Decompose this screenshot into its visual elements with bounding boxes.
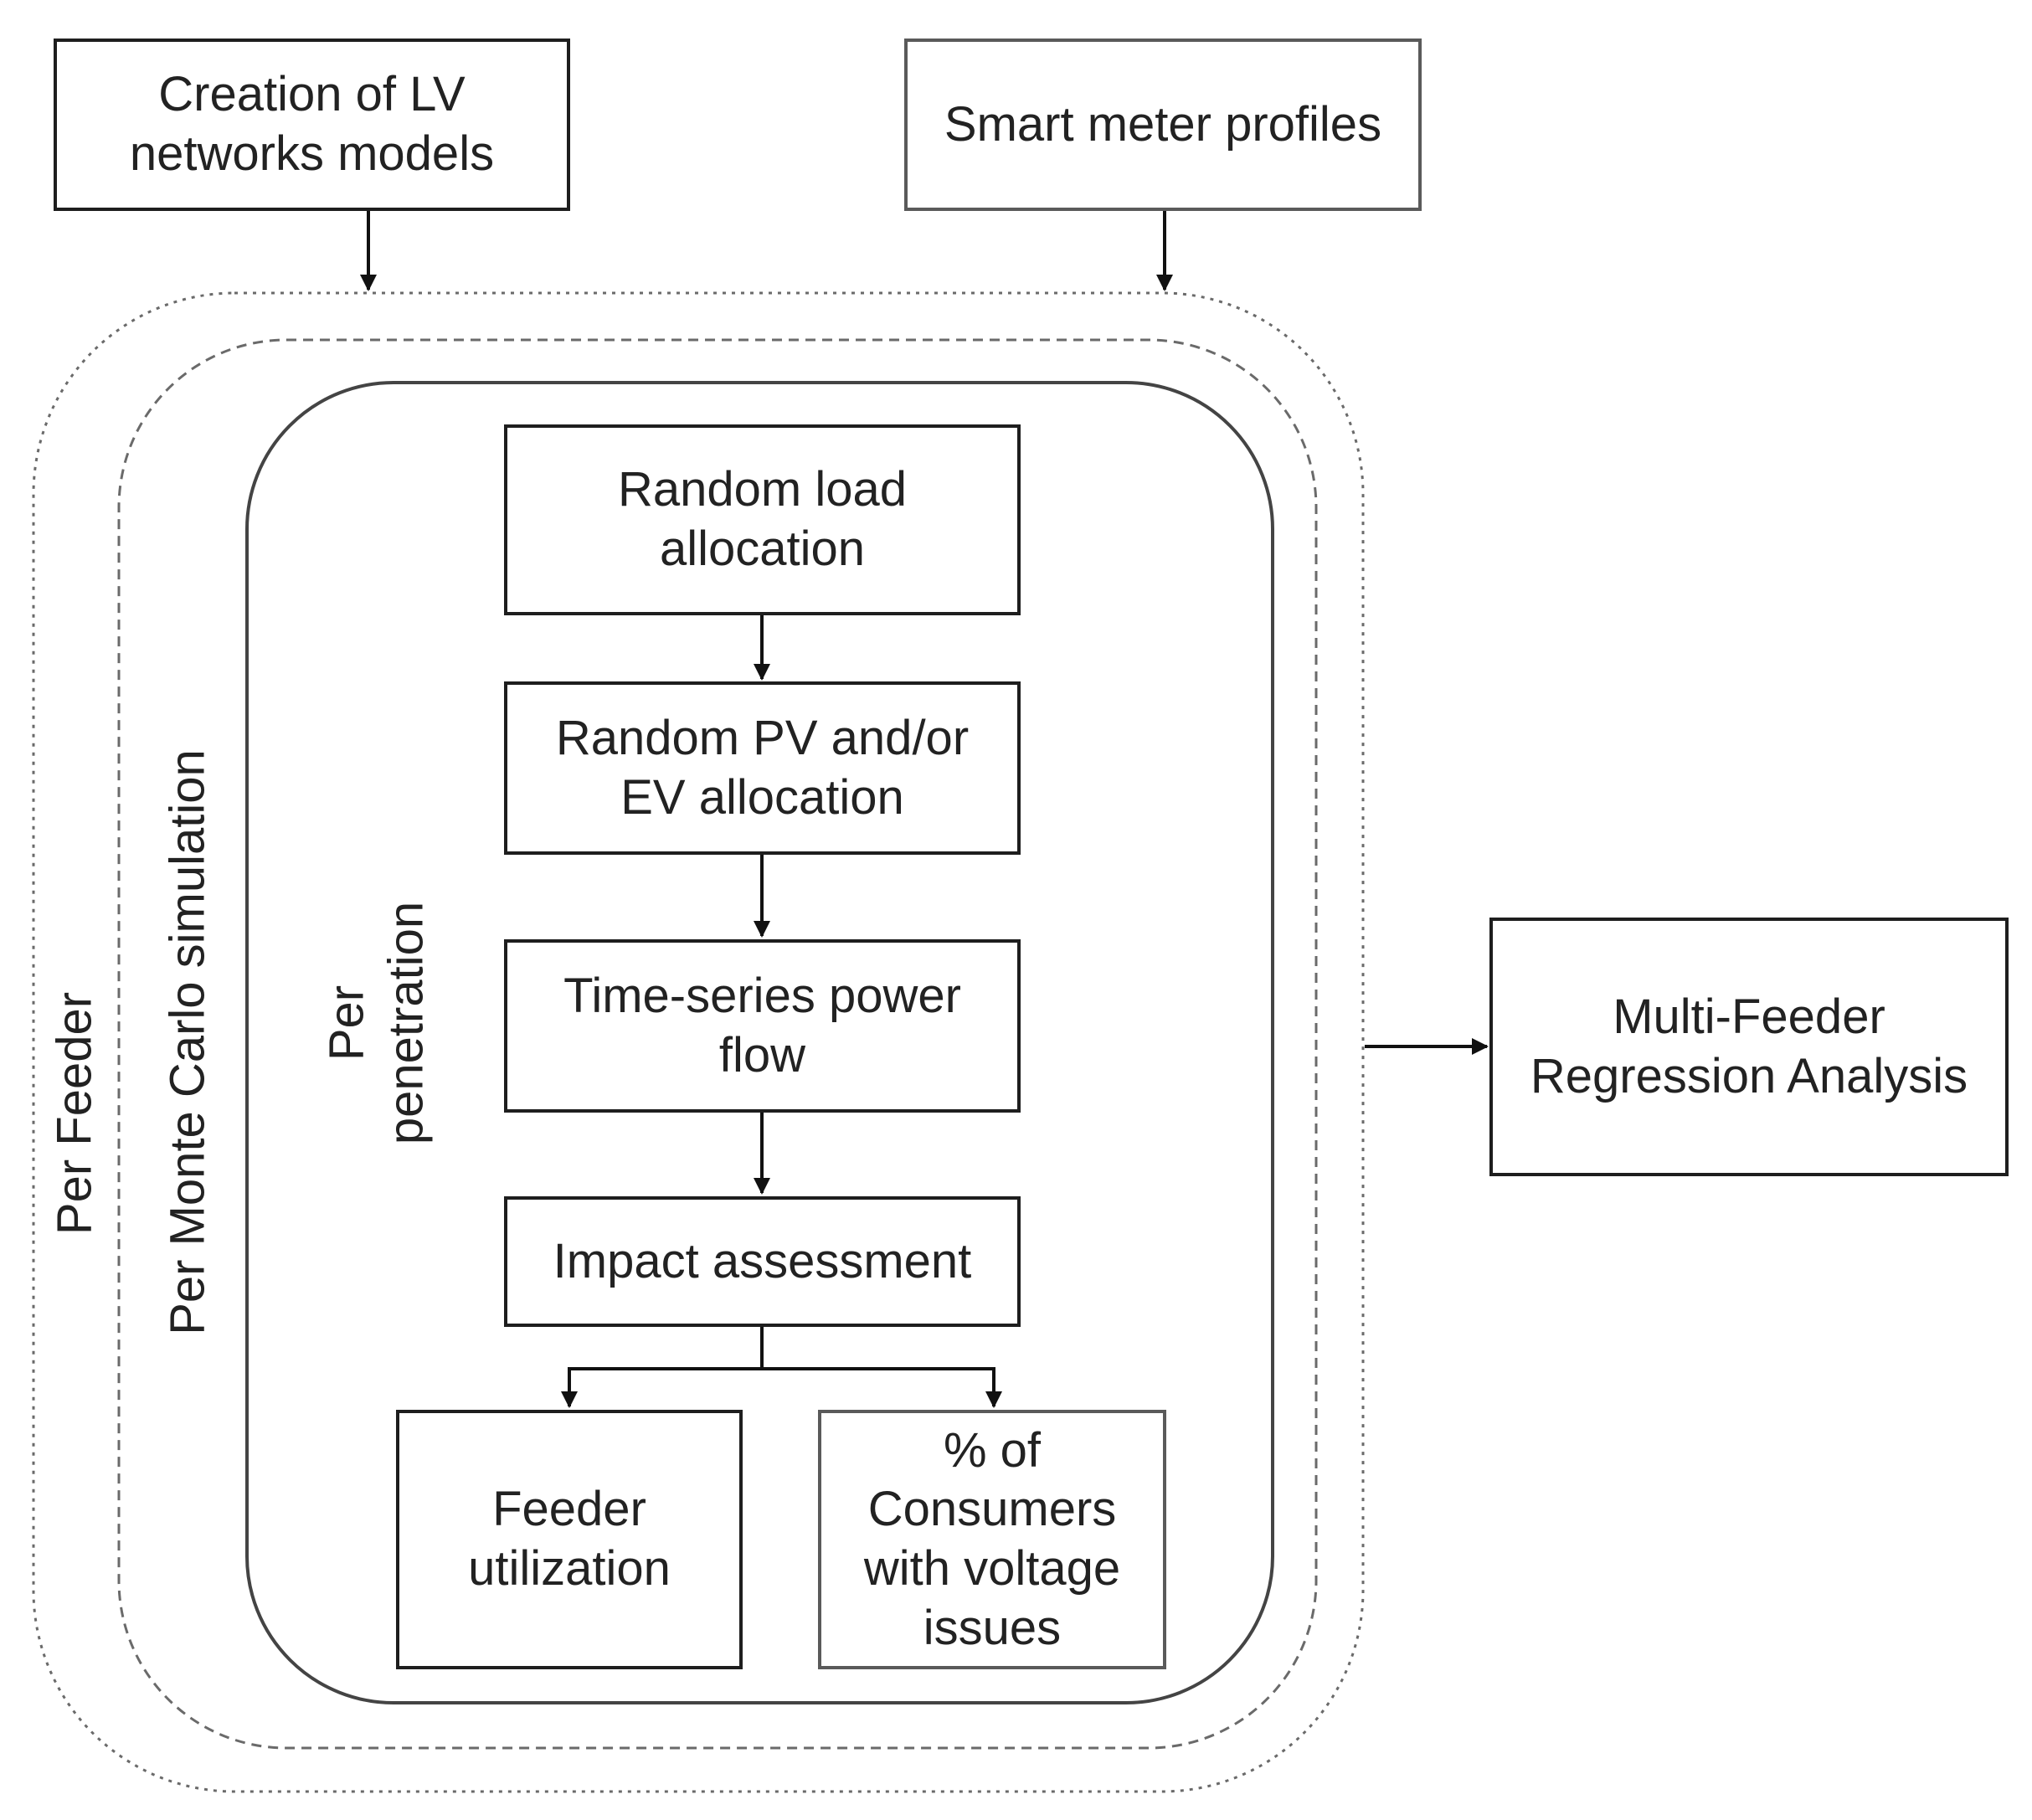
arrow-impact-to-voltage-issues (762, 1367, 1002, 1408)
feeder-utilization-label: Feeder utilization (468, 1482, 671, 1596)
regression-analysis-box: Multi-Feeder Regression Analysis (1489, 918, 2009, 1176)
per-feeder-label: Per Feeder (47, 991, 102, 1236)
per-penetration-loop-border (245, 381, 1274, 1704)
arrow-impact-to-feeder-utilization (561, 1327, 764, 1408)
per-penetration-label: Per penetration (319, 901, 433, 1145)
regression-analysis-label: Multi-Feeder Regression Analysis (1530, 989, 1968, 1103)
time-series-power-flow-box: Time-series power flow (504, 939, 1021, 1113)
random-pv-ev-allocation-box: Random PV and/or EV allocation (504, 681, 1021, 855)
per-monte-carlo-loop-border (117, 338, 1318, 1750)
smart-meter-profiles-label: Smart meter profiles (944, 96, 1382, 152)
voltage-issues-label: % of Consumers with voltage issues (863, 1422, 1121, 1655)
smart-meter-profiles-box: Smart meter profiles (904, 39, 1422, 211)
random-pv-ev-allocation-label: Random PV and/or EV allocation (555, 710, 970, 825)
feeder-utilization-box: Feeder utilization (396, 1410, 743, 1669)
impact-assessment-box: Impact assessment (504, 1196, 1021, 1327)
lv-network-models-label: Creation of LV networks models (129, 67, 495, 181)
time-series-power-flow-label: Time-series power flow (563, 968, 961, 1082)
random-load-allocation-label: Random load allocation (618, 462, 907, 576)
per-monte-carlo-label: Per Monte Carlo simulation (160, 749, 215, 1335)
impact-assessment-label: Impact assessment (553, 1233, 972, 1288)
voltage-issues-box: % of Consumers with voltage issues (818, 1410, 1166, 1669)
random-load-allocation-box: Random load allocation (504, 424, 1021, 615)
lv-network-models-box: Creation of LV networks models (54, 39, 570, 211)
per-feeder-loop-border (32, 291, 1365, 1793)
